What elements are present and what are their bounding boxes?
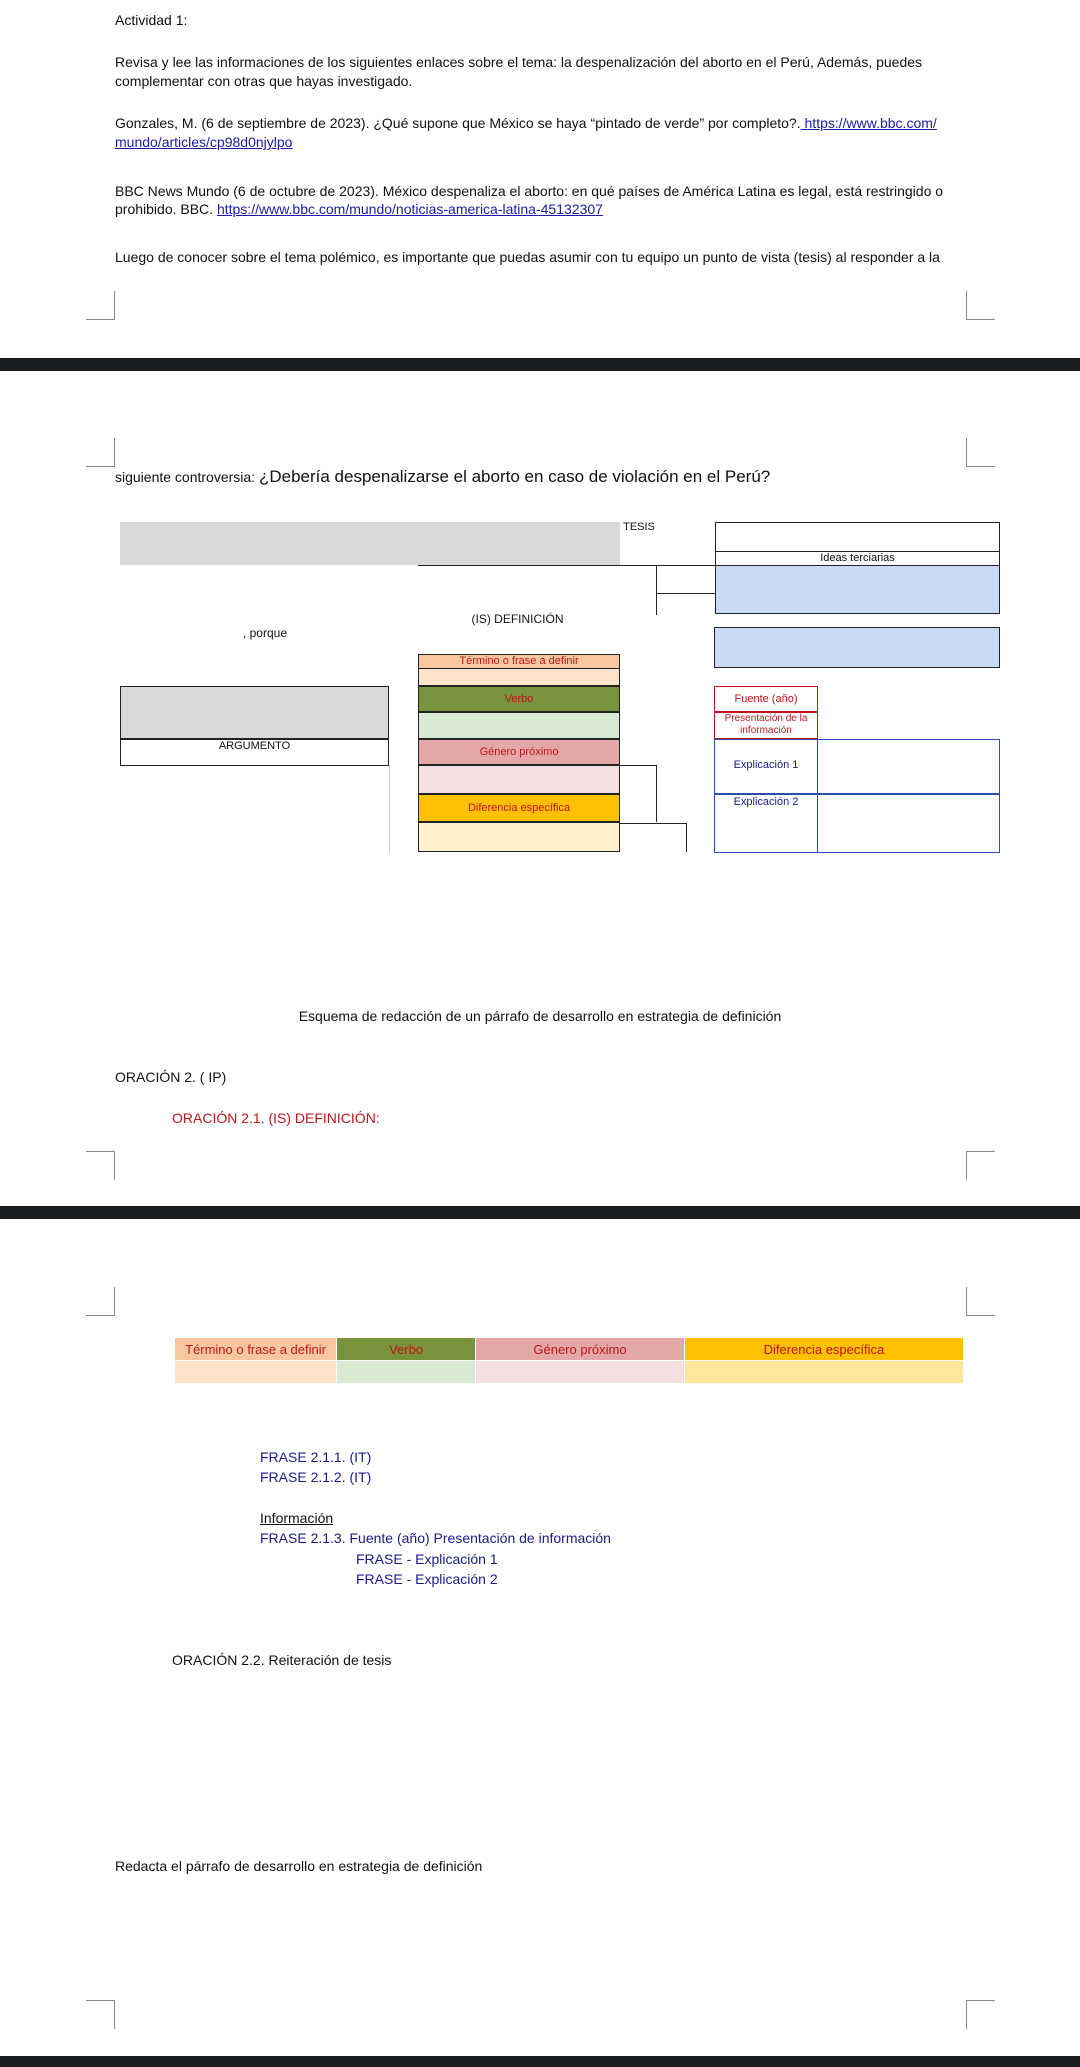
definition-table: Término o frase a definir Verbo Género p…: [173, 1337, 965, 1384]
controversy-question: ¿Debería despenalizarse el aborto en cas…: [258, 467, 771, 486]
frase-2-1-1: FRASE 2.1.1. (IT): [260, 1449, 372, 1465]
ideas-terciarias-header: Ideas terciarias: [715, 551, 1000, 566]
verbo-header: Verbo: [418, 686, 620, 712]
connector: [656, 765, 657, 822]
table-cell-genero[interactable]: [475, 1360, 685, 1384]
crop-mark: [86, 1151, 115, 1180]
explicacion-2-input[interactable]: [817, 794, 1000, 853]
controversy: siguiente controversia: ¿Debería despena…: [115, 467, 770, 487]
oracion-2-1-heading: ORACIÓN 2.1. (IS) DEFINICIÓN:: [172, 1110, 380, 1126]
reference-1: Gonzales, M. (6 de septiembre de 2023). …: [115, 114, 937, 133]
frase-2-1-3: FRASE 2.1.3. Fuente (año) Presentación d…: [260, 1530, 611, 1546]
diferencia-input[interactable]: [418, 822, 620, 852]
connector: [620, 765, 656, 766]
explicacion-1-input[interactable]: [817, 739, 1000, 794]
connector: [389, 765, 390, 853]
presentacion-label: Presentación de la información: [724, 713, 808, 736]
explicacion-2-label: Explicación 2: [733, 796, 799, 808]
frase-explicacion-1: FRASE - Explicación 1: [356, 1551, 498, 1567]
presentacion-header: Presentación de la información: [714, 712, 818, 739]
explicacion-2-header: Explicación 2: [714, 794, 818, 853]
connector: [656, 565, 657, 615]
ideas-terciarias-label: Ideas terciarias: [820, 552, 895, 564]
activity-heading: Actividad 1:: [115, 12, 188, 28]
connector: [656, 593, 715, 594]
connector: [686, 823, 687, 852]
oracion-2-2-heading: ORACIÓN 2.2. Reiteración de tesis: [172, 1652, 392, 1668]
explicacion-1-label: Explicación 1: [733, 759, 799, 771]
frase-2-1-2: FRASE 2.1.2. (IT): [260, 1469, 372, 1485]
tesis-label: TESIS: [623, 521, 655, 533]
genero-input[interactable]: [418, 765, 620, 794]
tesis-box[interactable]: [120, 522, 620, 565]
termino-header: Término o frase a definir: [418, 654, 620, 669]
termino-label: Término o frase a definir: [459, 655, 579, 667]
page-separator: [0, 2056, 1080, 2067]
connector: [418, 565, 715, 566]
closing-paragraph: Luego de conocer sobre el tema polémico,…: [115, 249, 940, 265]
page-separator: [0, 1206, 1080, 1219]
reference-1-link-cont[interactable]: mundo/articles/cp98d0njylpo: [115, 134, 293, 150]
crop-mark: [966, 438, 995, 467]
table-cell-termino[interactable]: [173, 1360, 338, 1384]
informacion-heading: Información: [260, 1510, 334, 1526]
crop-mark: [86, 291, 115, 320]
explicacion-1-header: Explicación 1: [714, 739, 818, 794]
genero-label: Género próximo: [479, 746, 559, 758]
argumento-box[interactable]: [120, 686, 389, 739]
is-definicion-label: (IS) DEFINICIÓN: [471, 612, 564, 626]
intro-line-1: Revisa y lee las informaciones de los si…: [115, 54, 923, 70]
fuente-header: Fuente (año): [714, 686, 818, 712]
fuente-label: Fuente (año): [734, 693, 798, 705]
connector: [620, 823, 686, 824]
crop-mark: [966, 1151, 995, 1180]
page-separator: [0, 358, 1080, 371]
intro-line-2: complementar con otras que hayas investi…: [115, 73, 413, 89]
table-header-diferencia: Diferencia específica: [683, 1337, 965, 1361]
redacta-instruction: Redacta el párrafo de desarrollo en estr…: [115, 1858, 483, 1874]
reference-2-line-2: prohibido. BBC. https://www.bbc.com/mund…: [115, 200, 603, 219]
table-header-termino: Término o frase a definir: [173, 1337, 338, 1361]
oracion-2-heading: ORACIÓN 2. ( IP): [115, 1069, 227, 1085]
crop-mark: [966, 1287, 995, 1316]
table-header-verbo: Verbo: [336, 1337, 477, 1361]
table-header-genero: Género próximo: [475, 1337, 685, 1361]
tesis-right-box[interactable]: [715, 522, 1000, 552]
argumento-label: ARGUMENTO: [218, 740, 291, 752]
argumento-header: ARGUMENTO: [120, 739, 389, 766]
reference-2-prefix: prohibido. BBC.: [115, 201, 217, 217]
reference-1-link[interactable]: https://www.bbc.com/: [800, 115, 937, 131]
verbo-input[interactable]: [418, 712, 620, 739]
frase-explicacion-2: FRASE - Explicación 2: [356, 1571, 498, 1587]
crop-mark: [86, 2000, 115, 2029]
porque-label: , porque: [242, 626, 288, 640]
crop-mark: [966, 2000, 995, 2029]
table-cell-diferencia[interactable]: [683, 1360, 965, 1384]
crop-mark: [966, 291, 995, 320]
crop-mark: [86, 1287, 115, 1316]
definition-table-header-row: Término o frase a definir Verbo Género p…: [173, 1337, 965, 1361]
crop-mark: [86, 438, 115, 467]
ideas-terciarias-box-1[interactable]: [715, 565, 1000, 614]
ideas-terciarias-box-2[interactable]: [714, 627, 1000, 668]
diferencia-header: Diferencia específica: [418, 794, 620, 822]
genero-header: Género próximo: [418, 739, 620, 765]
table-cell-verbo[interactable]: [336, 1360, 477, 1384]
reference-2-link[interactable]: https://www.bbc.com/mundo/noticias-ameri…: [216, 201, 603, 217]
diferencia-label: Diferencia específica: [467, 802, 571, 814]
definition-table-input-row: [173, 1360, 965, 1384]
reference-2-line-1: BBC News Mundo (6 de octubre de 2023). M…: [115, 183, 944, 199]
controversy-prefix: siguiente controversia:: [115, 469, 259, 485]
reference-1-text: Gonzales, M. (6 de septiembre de 2023). …: [115, 115, 801, 131]
diagram-caption: Esquema de redacción de un párrafo de de…: [298, 1008, 782, 1024]
verbo-label: Verbo: [504, 693, 534, 705]
termino-input[interactable]: [418, 668, 620, 686]
